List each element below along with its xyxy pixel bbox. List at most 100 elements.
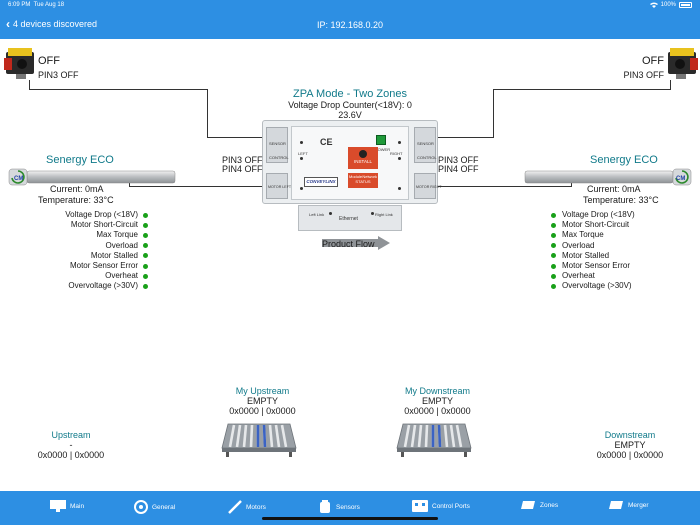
- status-label: Voltage Drop (<18V): [65, 210, 138, 219]
- left-pin4: PIN4 OFF: [222, 164, 263, 174]
- status-row: Overvoltage (>30V): [551, 281, 661, 291]
- status-row: Overheat: [551, 271, 661, 281]
- led-motor-left: [300, 187, 303, 190]
- my-downstream-state: EMPTY: [421, 396, 453, 406]
- tab-label: Motors: [246, 503, 266, 511]
- tab-main[interactable]: Main: [50, 500, 84, 512]
- status-row: Max Torque: [551, 230, 661, 240]
- nav-bar: ‹ 4 devices discovered IP: 192.168.0.20: [0, 12, 700, 39]
- status-row: Max Torque: [40, 230, 148, 240]
- status-label: Motor Stalled: [562, 250, 610, 260]
- conveylinx-logo: CONVEYLINX: [304, 177, 338, 187]
- status-label: Motor Short-Circuit: [70, 220, 138, 230]
- wire-right-sensor-down: [493, 89, 494, 137]
- status-label: Voltage Drop (<18V): [562, 210, 635, 219]
- status-ok-dot: [551, 233, 556, 238]
- wire-right-sensor-v: [670, 80, 671, 89]
- my-downstream-conveyor-icon: [396, 423, 472, 457]
- led-motor-right: [398, 187, 401, 190]
- status-row: Overheat: [40, 271, 148, 281]
- status-ok-dot: [551, 253, 556, 259]
- ce-mark: CE: [320, 137, 333, 147]
- motor-port-right: MOTOR RIGHT: [414, 173, 442, 199]
- status-time: 6:09 PM: [8, 2, 31, 8]
- label-sensor-right: SENSOR: [417, 141, 434, 146]
- module-face: CE POWER LEFT RIGHT INSTALL Module Netwo…: [291, 126, 409, 200]
- back-button[interactable]: ‹ 4 devices discovered: [6, 16, 97, 31]
- my-upstream-state: EMPTY: [246, 396, 278, 406]
- status-row: Motor Sensor Error: [40, 261, 148, 271]
- general-icon: [134, 500, 148, 514]
- status-ok-dot: [551, 273, 556, 279]
- status-row: Motor Sensor Error: [551, 261, 661, 271]
- label-right-link: Right Link: [375, 212, 393, 217]
- status-ok-dot: [143, 253, 148, 259]
- status-ok-dot: [551, 284, 556, 290]
- status-label: Overvoltage (>30V): [562, 281, 632, 291]
- photo-eye-sensor-right-icon: [668, 48, 698, 79]
- left-motor-badge: CM: [14, 176, 23, 182]
- wire-right-sensor-h: [493, 89, 671, 90]
- status-row: Motor Stalled: [551, 251, 661, 261]
- page-title: IP: 192.168.0.20: [316, 20, 384, 30]
- chevron-left-icon: ‹: [6, 16, 10, 31]
- right-sensor-pin: PIN3 OFF: [623, 70, 664, 80]
- merger-icon: [609, 501, 623, 509]
- motor-roller-right-icon: CM: [524, 168, 692, 186]
- status-label: Overheat: [105, 271, 138, 281]
- status-ok-dot: [143, 263, 148, 269]
- my-downstream-title: My Downstream: [404, 386, 470, 396]
- upstream-state: -: [69, 440, 73, 450]
- motor-roller-left-icon: CM: [8, 168, 176, 186]
- right-motor-badge: CM: [676, 176, 685, 182]
- status-label: Overvoltage (>30V): [68, 281, 138, 291]
- upstream-title: Upstream: [51, 430, 91, 440]
- label-network: Network: [362, 174, 377, 179]
- status-indicator: Module Network STATUS: [348, 173, 378, 188]
- wire-left-motor-h: [129, 186, 263, 187]
- install-button[interactable]: INSTALL: [348, 147, 378, 169]
- status-ok-dot: [143, 212, 148, 218]
- my-downstream-value: 0x0000 | 0x0000: [404, 406, 471, 416]
- label-control-right: CONTROL: [417, 155, 437, 160]
- downstream-value: 0x0000 | 0x0000: [596, 450, 664, 460]
- status-bar: 6:09 PM Tue Aug 18 100%: [0, 0, 700, 12]
- status-ok-dot: [143, 284, 148, 290]
- wire-left-sensor-in: [207, 137, 263, 138]
- status-ok-dot: [143, 243, 148, 249]
- right-motor-current: Current: 0mA: [587, 184, 641, 194]
- status-ok-dot: [143, 273, 148, 279]
- motor-roller-icon: [228, 500, 242, 514]
- right-motor-status-list: Voltage Drop (<18V) Motor Short-Circuit …: [551, 210, 661, 292]
- tab-zones[interactable]: Zones: [520, 500, 558, 510]
- tab-label: Merger: [628, 501, 649, 509]
- tab-motors[interactable]: Motors: [228, 500, 266, 514]
- my-upstream-title: My Upstream: [235, 386, 290, 396]
- status-row: Voltage Drop (<18V): [40, 210, 148, 220]
- monitor-icon: [50, 500, 66, 512]
- tab-sensors[interactable]: Sensors: [318, 500, 360, 514]
- ethernet-ports: Left Link Ethernet Right Link: [298, 205, 402, 231]
- home-indicator: [262, 517, 438, 520]
- status-row: Motor Stalled: [40, 251, 148, 261]
- status-ok-dot: [143, 222, 148, 228]
- downstream-state: EMPTY: [614, 440, 646, 450]
- label-ethernet: Ethernet: [339, 216, 358, 222]
- product-flow-label: Product Flow: [322, 239, 375, 249]
- right-motor-temperature: Temperature: 33°C: [583, 195, 659, 205]
- status-ok-dot: [551, 222, 556, 228]
- left-motor-current: Current: 0mA: [50, 184, 104, 194]
- status-row: Overvoltage (>30V): [40, 281, 148, 291]
- status-label: Overheat: [562, 271, 595, 281]
- battery-icon: [679, 2, 692, 8]
- tab-merger[interactable]: Merger: [608, 500, 649, 510]
- status-row: Overload: [551, 241, 661, 251]
- status-label: Motor Short-Circuit: [562, 220, 630, 230]
- tab-control-ports[interactable]: Control Ports: [412, 500, 470, 512]
- zones-icon: [521, 501, 535, 509]
- my-upstream-conveyor-icon: [221, 423, 297, 457]
- motor-port-left: MOTOR LEFT: [266, 173, 291, 199]
- wire-left-sensor-h: [29, 89, 207, 90]
- conveylinx-module: SENSOR CONTROL SENSOR CONTROL MOTOR LEFT…: [262, 120, 442, 204]
- tab-general[interactable]: General: [134, 500, 175, 514]
